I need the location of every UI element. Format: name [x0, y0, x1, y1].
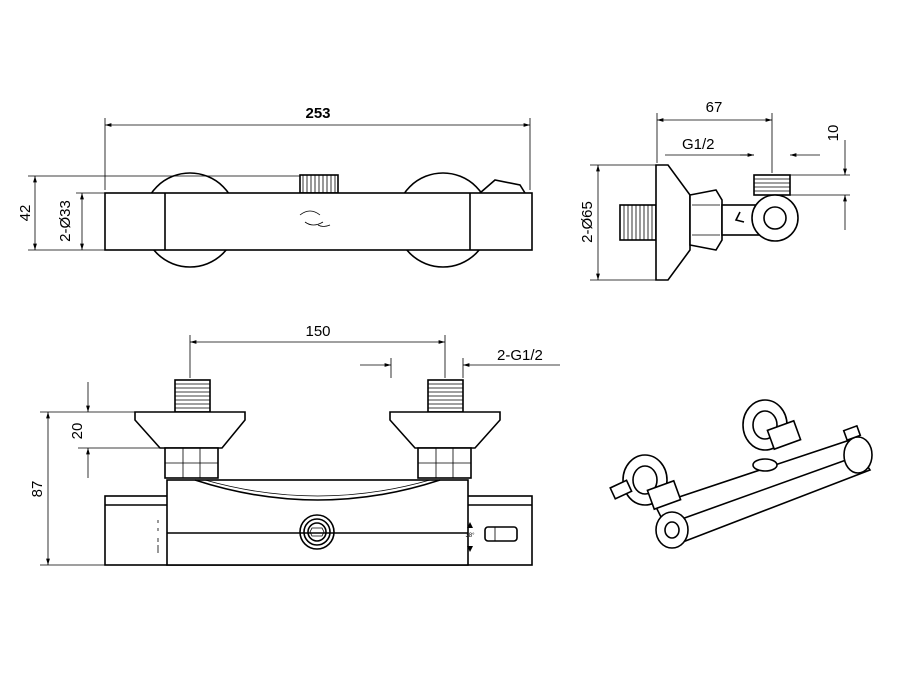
right-inlet: [389, 379, 501, 479]
side-view: 67 10 G1/2 2-Ø65: [579, 99, 850, 281]
flange: [655, 164, 691, 281]
flange-diameter-label: 2-Ø65: [579, 201, 596, 243]
inlet-height-label: 20: [69, 423, 86, 440]
diverter-knob[interactable]: [299, 514, 335, 550]
total-height-label: 87: [29, 481, 46, 498]
height-label: 42: [17, 205, 34, 222]
brand-logo: [299, 210, 331, 227]
outlet-thread-label: G1/2: [682, 136, 715, 153]
front-view: 38° 150 2-G1/2 20 87: [29, 323, 560, 566]
knob-diameter-label: 2-Ø33: [57, 200, 74, 242]
side-thread: [619, 204, 657, 241]
hex-nut: [689, 189, 723, 251]
valve-body: [104, 192, 533, 251]
depth-label: 67: [706, 99, 723, 116]
inlet-threads-label: 2-G1/2: [497, 347, 543, 364]
dial-mark: 38°: [465, 533, 475, 539]
offset-label: 10: [825, 125, 842, 142]
left-inlet: [134, 379, 246, 479]
outlet-thread: [753, 174, 791, 196]
center-distance-label: 150: [305, 323, 330, 340]
safety-button[interactable]: [484, 526, 518, 542]
isometric-view: [609, 399, 873, 549]
top-view: 253 42 2-Ø33: [17, 105, 533, 268]
length-label: 253: [305, 105, 330, 122]
inlet-thread: [299, 174, 339, 194]
